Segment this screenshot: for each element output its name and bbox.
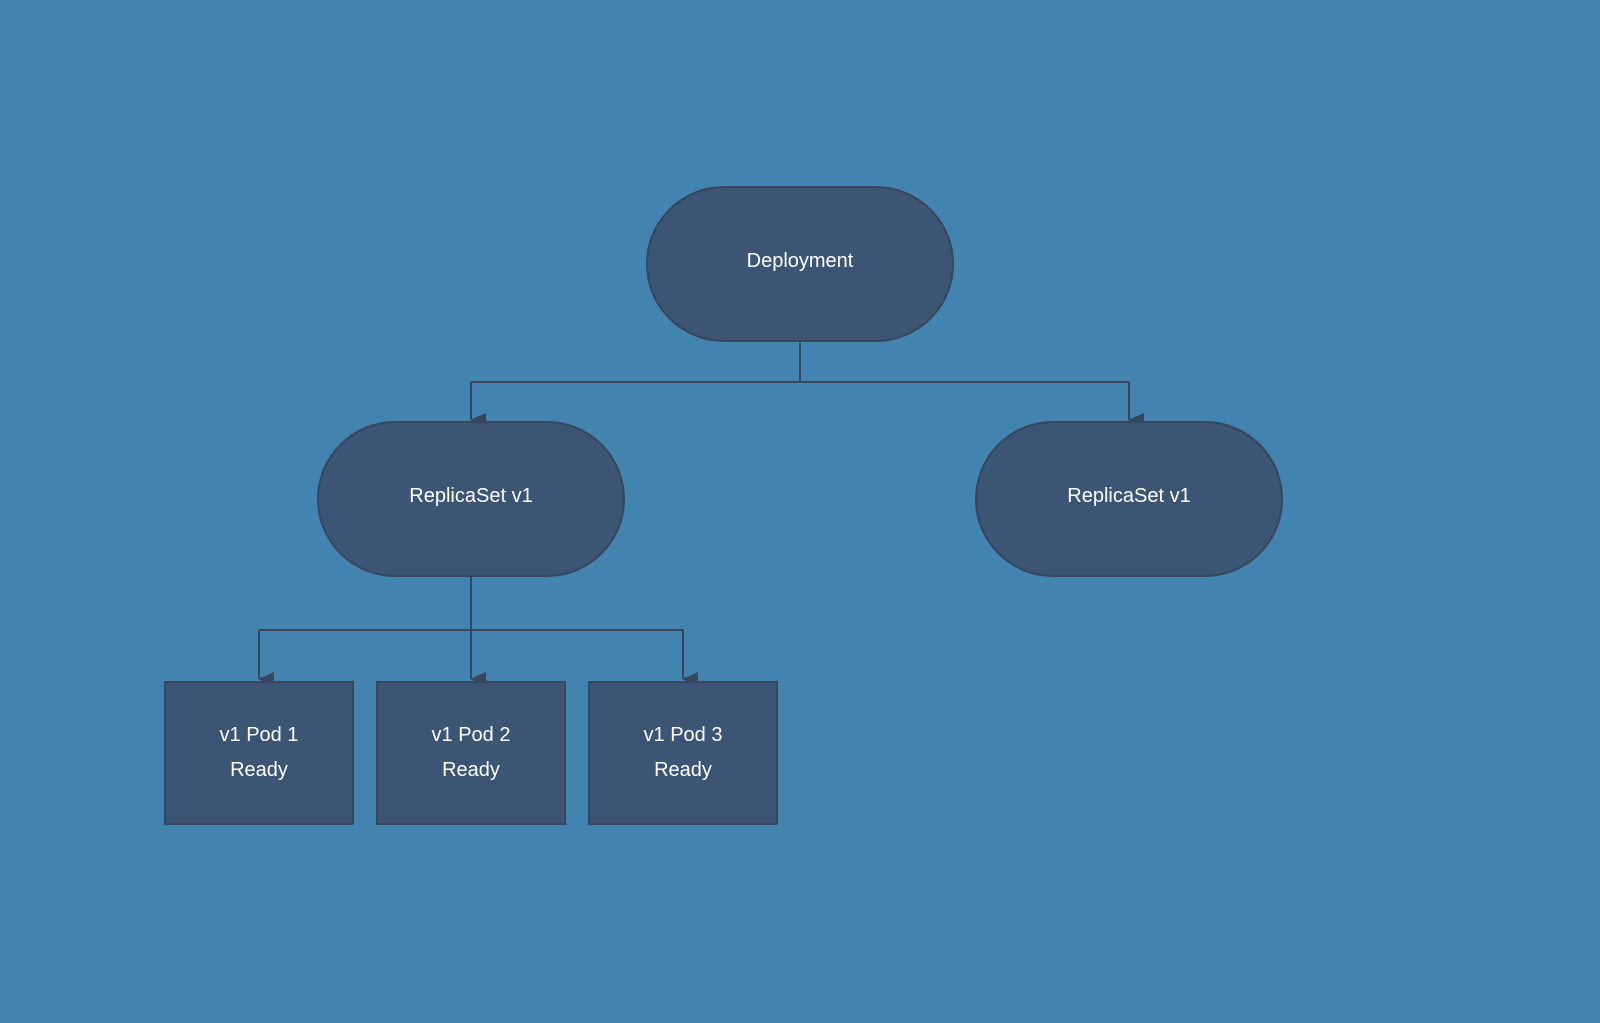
deployment-node[interactable]: Deployment — [646, 186, 954, 342]
pod-status-1: Ready — [230, 759, 288, 781]
replicaset-label-1: ReplicaSet v1 — [409, 485, 533, 507]
pod-name-3: v1 Pod 3 — [643, 724, 723, 746]
pod-status-2: Ready — [442, 759, 500, 781]
pod-status-3: Ready — [654, 759, 712, 781]
replicaset-node-1[interactable]: ReplicaSet v1 — [317, 421, 625, 577]
deployment-label: Deployment — [746, 250, 854, 272]
replicaset-label-2: ReplicaSet v1 — [1067, 485, 1191, 507]
replicaset-node-2[interactable]: ReplicaSet v1 — [975, 421, 1283, 577]
pod-name-2: v1 Pod 2 — [431, 724, 511, 746]
pod-node-3[interactable]: v1 Pod 3 Ready — [588, 681, 778, 825]
pod-name-1: v1 Pod 1 — [219, 724, 299, 746]
pod-node-1[interactable]: v1 Pod 1 Ready — [164, 681, 354, 825]
pod-node-2[interactable]: v1 Pod 2 Ready — [376, 681, 566, 825]
